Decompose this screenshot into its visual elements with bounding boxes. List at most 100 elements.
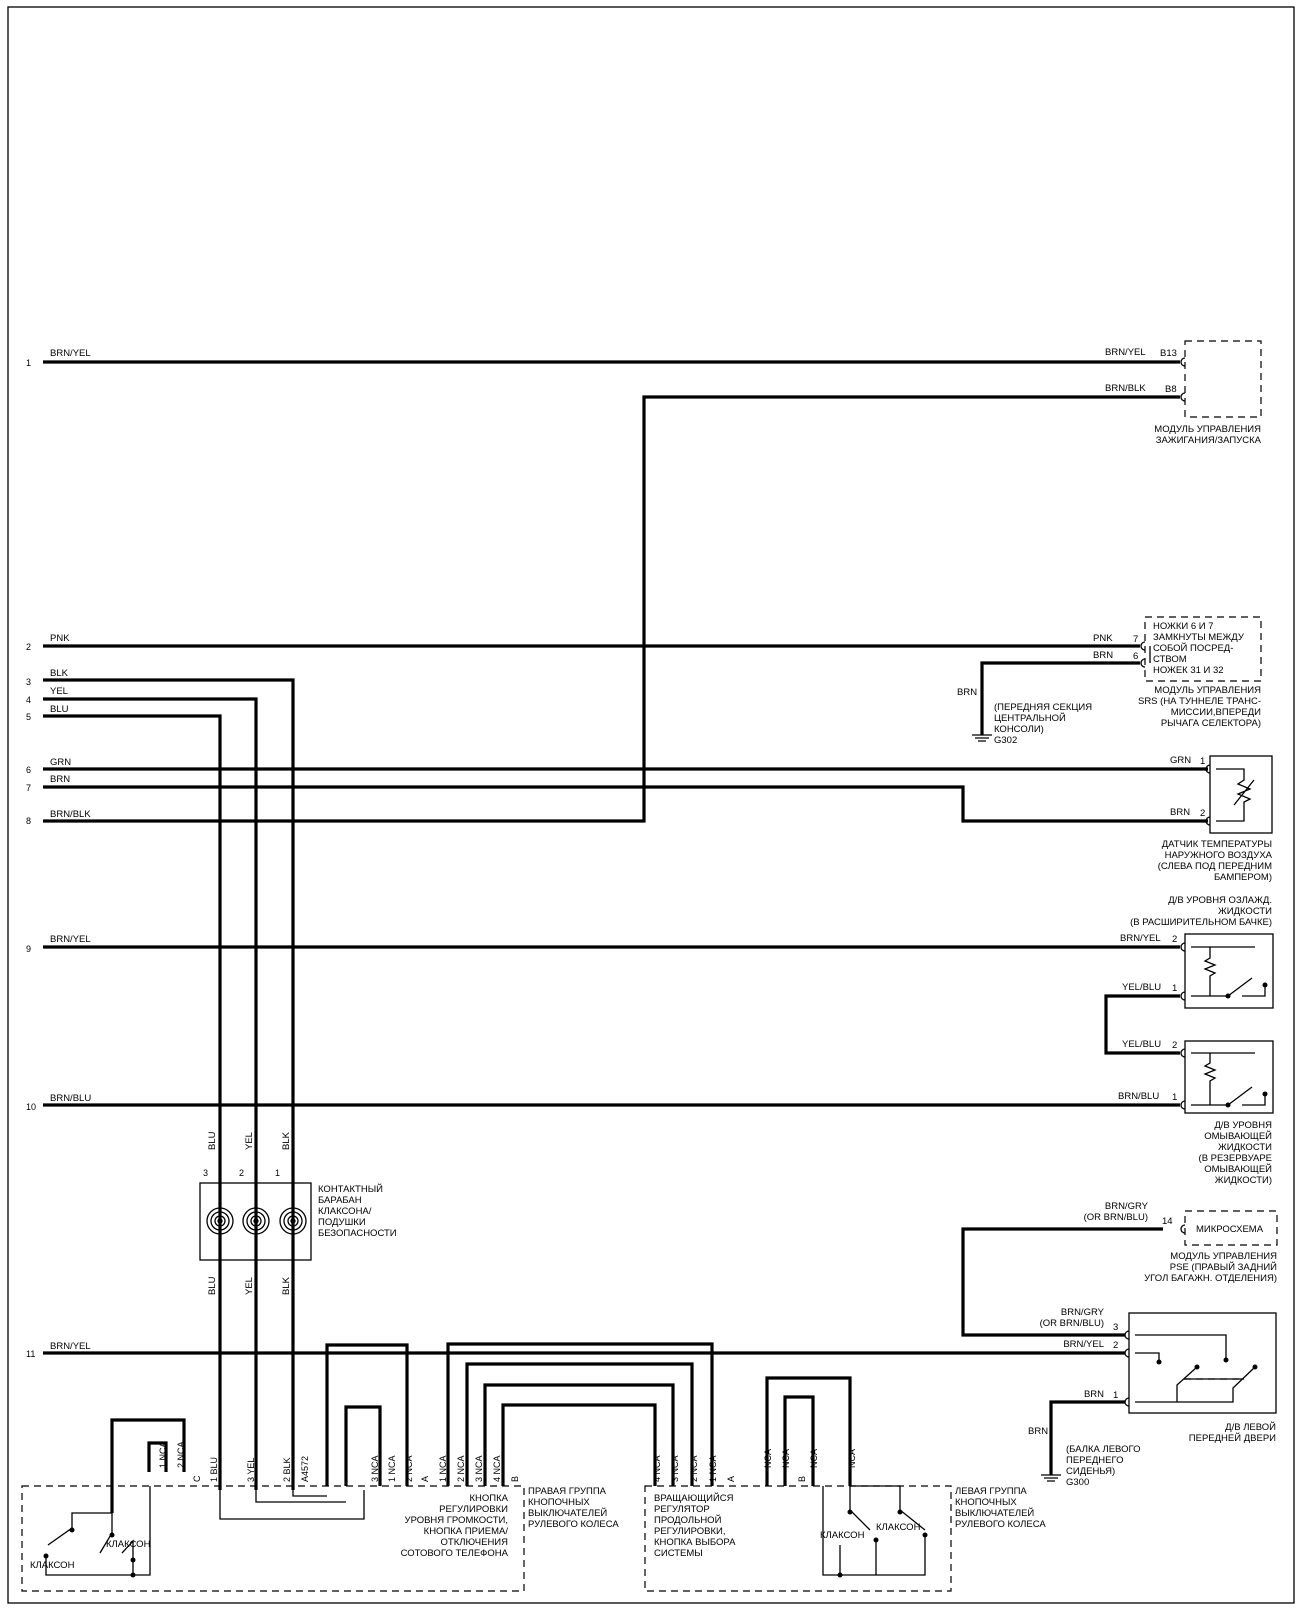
- rg-pin-10: 2 NCA: [404, 1455, 414, 1482]
- left-pin-4: 4: [26, 695, 31, 705]
- lg-horn-label-b: КЛАКСОН: [876, 1522, 921, 1533]
- ignition-pin-b: B8: [1165, 384, 1177, 395]
- clockspring-wire-top-3: BLK: [281, 1131, 292, 1150]
- ignition-pin-a: B13: [1160, 348, 1177, 359]
- g302-desc-2: ЦЕНТРАЛЬНОЙ: [994, 712, 1066, 724]
- lg-horn-contact-4: [922, 1532, 928, 1538]
- rot-name-1: ВРАЩАЮЩИЙСЯ: [654, 1492, 734, 1504]
- temp-wire-a: GRN: [1170, 755, 1191, 766]
- rg-horn-contact-1: [69, 1527, 75, 1533]
- coolant-sensor: Д/В УРОВНЯ ОЗЛАЖД. ЖИДКОСТИ (В РАСШИРИТЕ…: [1120, 895, 1274, 1009]
- coolant-wire-b: YEL/BLU: [1122, 982, 1161, 993]
- clockspring-pin-2: 2: [239, 1168, 244, 1178]
- rot-pin-3: 2 NCA: [689, 1455, 699, 1482]
- door-pin-a: 3: [1113, 1322, 1118, 1333]
- rg-pin-8: 3 NCA: [370, 1455, 380, 1482]
- rg-vol-internal-icon: [219, 1490, 365, 1520]
- washer-switch-icon: [1191, 1052, 1266, 1106]
- pse-wire-1: BRN/GRY: [1105, 1201, 1149, 1212]
- rg-horn-contact-2: [43, 1553, 49, 1559]
- rg-pin-1: 1 NCA: [158, 1441, 168, 1468]
- srs-module: PNK 7 BRN 6 НОЖКИ 6 И 7 ЗАМКНУТЫ МЕЖДУ С…: [1093, 616, 1262, 729]
- loop-horn-right-inner: [147, 1441, 168, 1472]
- loop-vol-inner: [344, 1405, 382, 1486]
- coolant-wire-a: BRN/YEL: [1120, 933, 1161, 944]
- rg-pin-3: C: [192, 1475, 202, 1482]
- rg-vol-6: СОТОВОГО ТЕЛЕФОНА: [401, 1548, 509, 1559]
- left-group-box: [644, 1485, 952, 1592]
- clockspring-box: [199, 1182, 312, 1261]
- wire-5: [43, 714, 222, 1490]
- temp-connector-icon: [1205, 764, 1211, 826]
- left-pin-10: 10: [26, 1102, 36, 1112]
- lg-pin-4: NCA: [809, 1449, 819, 1468]
- washer-wire-b: BRN/BLU: [1118, 1091, 1159, 1102]
- ground-g302: BRN (ПЕРЕДНЯЯ СЕКЦИЯ ЦЕНТРАЛЬНОЙ КОНСОЛИ…: [957, 687, 1092, 746]
- door-switch-box: [1128, 1312, 1277, 1414]
- coolant-pin-b: 1: [1172, 983, 1177, 994]
- wire-srs-ground: [980, 661, 1140, 735]
- wires: BRN/YEL BRN/BLK PNK BLK YEL BLU GRN BRN …: [43, 348, 1208, 1490]
- rg-vol-3: УРОВНЯ ГРОМКОСТИ,: [405, 1515, 508, 1526]
- g302-desc-3: КОНСОЛИ): [994, 724, 1044, 735]
- rg-vol-5: ОТКЛЮЧЕНИЯ: [441, 1537, 509, 1548]
- lg-horn-contact-2: [897, 1509, 903, 1515]
- srs-wire-a: PNK: [1093, 633, 1113, 644]
- rg-horn-contact-5: [130, 1572, 136, 1578]
- rot-name-5: КНОПКА ВЫБОРА: [654, 1537, 736, 1548]
- left-pin-2: 2: [26, 642, 31, 652]
- washer-name-1: Д/В УРОВНЯ: [1214, 1120, 1272, 1131]
- steering-switches: 1 NCA 2 NCA C 1 BLU 3 YEL 2 BLK A4572 3 …: [21, 1342, 1046, 1592]
- srs-note-1: НОЖКИ 6 И 7: [1153, 621, 1214, 632]
- wire-yelblu-link: [1104, 994, 1180, 1055]
- door-pin-c: 1: [1113, 1390, 1118, 1401]
- clockspring-name-5: БЕЗОПАСНОСТИ: [318, 1228, 397, 1239]
- lg-pin-3: B: [797, 1476, 807, 1482]
- rot-pin-5: A: [726, 1476, 736, 1482]
- door-switch-contacts-icon: [1135, 1334, 1256, 1403]
- door-contact-1: [1156, 1359, 1162, 1365]
- lg-horn-contact-1: [847, 1509, 853, 1515]
- temp-name-4: БАМПЕРОМ): [1214, 872, 1272, 883]
- clockspring-wire-top-1: BLU: [207, 1131, 218, 1150]
- door-contact-2: [1194, 1364, 1200, 1370]
- pse-name-3: УГОЛ БАГАЖН. ОТДЕЛЕНИЯ): [1144, 1273, 1277, 1284]
- rot-name-6: СИСТЕМЫ: [654, 1548, 703, 1559]
- left-pin-7: 7: [26, 783, 31, 793]
- door-pin-b: 2: [1113, 1340, 1118, 1351]
- lg-horn-label: КЛАКСОН: [820, 1530, 865, 1541]
- rg-name-2: КНОПОЧНЫХ: [528, 1497, 590, 1508]
- clockspring-coil-icons: [206, 1207, 307, 1235]
- ignition-name-2: ЗАЖИГАНИЯ/ЗАПУСКА: [1156, 435, 1262, 446]
- rg-horn-label-b: КЛАКСОН: [106, 1539, 151, 1550]
- rot-pin-1: 4 NCA: [652, 1455, 662, 1482]
- g302-desc-1: (ПЕРЕДНЯЯ СЕКЦИЯ: [994, 702, 1092, 713]
- right-group-box: [21, 1485, 525, 1592]
- coolant-title-3: (В РАСШИРИТЕЛЬНОМ БАЧКЕ): [1130, 917, 1272, 928]
- rot-pin-4: 1 NCA: [708, 1455, 718, 1482]
- washer-sensor-box: [1184, 1040, 1274, 1114]
- door-wire-c: BRN: [1084, 1389, 1104, 1400]
- rot-pin-2: 3 NCA: [670, 1455, 680, 1482]
- washer-name-3: ЖИДКОСТИ: [1218, 1142, 1272, 1153]
- rg-horn-contact-4: [130, 1557, 136, 1563]
- srs-name-1: МОДУЛЬ УПРАВЛЕНИЯ: [1154, 685, 1261, 696]
- coolant-connector-icon: [1180, 942, 1186, 1001]
- left-pin-6: 6: [26, 765, 31, 775]
- rg-vol-2: РЕГУЛИРОВКИ: [439, 1504, 508, 1515]
- washer-sensor: YEL/BLU 2 BRN/BLU 1 Д/В УРОВНЯ ОМЫВАЮЩЕЙ…: [1118, 1039, 1274, 1186]
- rg-pin-4: 1 BLU: [209, 1457, 219, 1482]
- wire-5-label: BLU: [50, 704, 69, 715]
- pse-name-2: PSE (ПРАВЫЙ ЗАДНИЙ: [1170, 1261, 1277, 1273]
- srs-note-4: СТВОМ: [1153, 654, 1187, 665]
- rg-pin-16: B: [510, 1476, 520, 1482]
- left-pin-9: 9: [26, 944, 31, 954]
- temp-sensor-box: [1209, 755, 1273, 834]
- washer-name-6: ЖИДКОСТИ): [1215, 1175, 1272, 1186]
- washer-wire-a: YEL/BLU: [1122, 1039, 1161, 1050]
- lg-name-4: РУЛЕВОГО КОЛЕСА: [955, 1519, 1046, 1530]
- lg-name-1: ЛЕВАЯ ГРУППА: [955, 1486, 1027, 1497]
- wire-pse-door: [961, 1227, 1163, 1337]
- temp-name-3: (СЛЕВА ПОД ПЕРЕДНИМ: [1158, 861, 1272, 872]
- lg-pin-5: NCA: [847, 1449, 857, 1468]
